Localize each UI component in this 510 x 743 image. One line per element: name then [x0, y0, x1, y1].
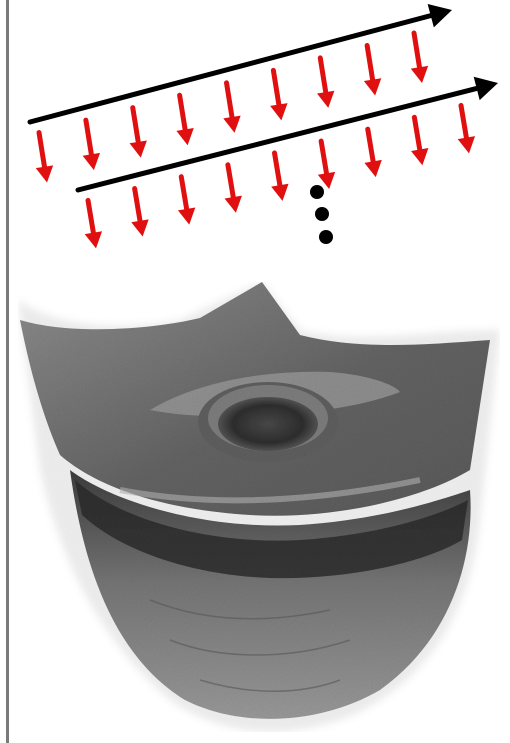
beam-arrow-head — [458, 136, 475, 153]
beam-arrow-shaft — [86, 120, 91, 154]
beam-arrow-head — [178, 207, 195, 224]
beam-arrow-shaft — [368, 129, 373, 161]
beam-arrow-head — [411, 66, 428, 83]
scan-lines — [30, 4, 498, 190]
beam-arrow-head — [317, 91, 334, 108]
continuation-dots — [310, 185, 333, 244]
beam-arrow-shaft — [414, 117, 419, 149]
beam-arrow-head — [85, 231, 102, 248]
beam-arrow-head — [225, 196, 242, 213]
ellipsis-dot — [310, 185, 324, 199]
beam-arrow-shaft — [135, 189, 140, 221]
beam-arrows — [36, 33, 475, 248]
beam-arrow-head — [271, 184, 288, 201]
beam-arrow-shaft — [275, 153, 280, 185]
scan-line-arrow-head — [428, 4, 452, 27]
beam-arrow-shaft — [414, 33, 419, 67]
beam-arrow-shaft — [228, 165, 233, 197]
beam-arrow-head — [411, 148, 428, 165]
tissue-specimen-image — [18, 282, 500, 732]
beam-arrow-shaft — [273, 70, 278, 104]
beam-arrow-shaft — [227, 83, 232, 117]
scan-line-arrow-head — [474, 77, 498, 100]
beam-arrow-shaft — [367, 45, 372, 79]
beam-arrow-shaft — [181, 177, 186, 209]
beam-arrow-shaft — [180, 95, 185, 129]
beam-arrow-head — [270, 103, 287, 120]
beam-arrow-head — [36, 165, 53, 182]
beam-arrow-shaft — [321, 141, 326, 173]
beam-arrow-head — [223, 116, 240, 133]
ellipsis-dot — [315, 207, 329, 221]
ellipsis-dot — [319, 230, 333, 244]
beam-arrow-shaft — [88, 200, 93, 232]
beam-arrow-head — [364, 160, 381, 177]
beam-arrow-head — [83, 153, 100, 170]
beam-arrow-shaft — [133, 108, 138, 142]
beam-arrow-shaft — [320, 58, 325, 92]
beam-arrow-head — [131, 219, 148, 236]
beam-arrow-head — [176, 128, 193, 145]
beam-arrow-shaft — [39, 133, 44, 167]
beam-arrow-shaft — [461, 105, 466, 137]
beam-arrow-head — [130, 140, 147, 157]
beam-arrow-head — [364, 78, 381, 95]
